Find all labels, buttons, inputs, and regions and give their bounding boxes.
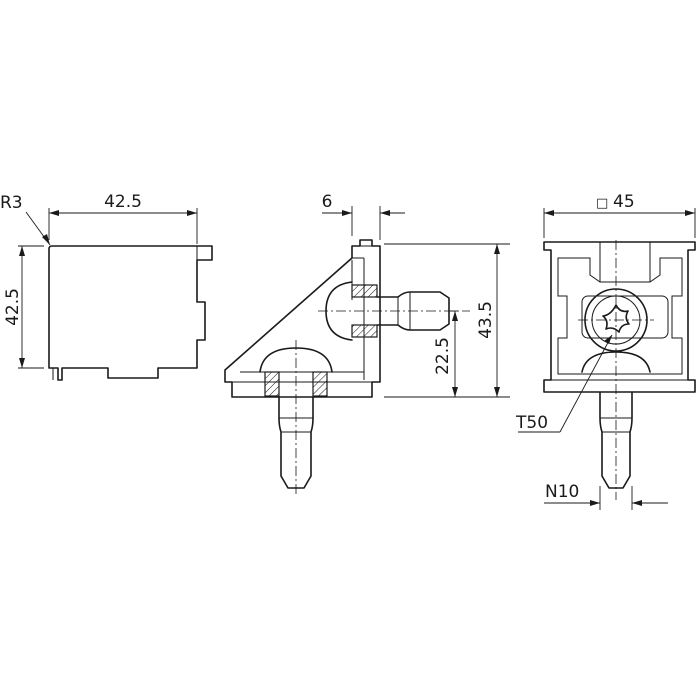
square-label: 45 (613, 192, 635, 212)
drive-label: T50 (515, 413, 548, 433)
drive-leader (559, 334, 613, 433)
torx-icon (602, 304, 630, 333)
side-thickness-label: 6 (322, 192, 333, 212)
slot-label: N10 (545, 482, 579, 502)
arrowhead (632, 500, 642, 506)
top-view-slot (581, 295, 669, 339)
arrowhead (544, 210, 554, 216)
side-offset-label: 22.5 (433, 337, 453, 375)
arrowhead (342, 210, 352, 216)
hatched-section (351, 284, 378, 298)
arrowhead (19, 358, 25, 368)
side-height-label: 43.5 (476, 301, 496, 339)
arrowhead (380, 210, 390, 216)
arrowhead (494, 387, 500, 397)
arrowhead (604, 335, 612, 344)
arrowhead (452, 387, 458, 397)
hatched-section (312, 371, 328, 397)
front-height-label: 42.5 (3, 288, 23, 326)
front-view: 42.5 42.5 R3 (0, 192, 213, 381)
arrowhead (494, 244, 500, 254)
arrowhead (42, 234, 50, 245)
front-view-outline (48, 245, 213, 381)
arrowhead (590, 500, 600, 506)
top-view-inner-channel (557, 257, 683, 375)
top-view: □ 45 T50 N10 (515, 192, 696, 510)
square-symbol: □ (596, 196, 608, 211)
front-width-label: 42.5 (104, 192, 142, 212)
radius-label: R3 (0, 193, 23, 213)
arrowhead (685, 210, 695, 216)
arrowhead (187, 210, 197, 216)
arrowhead (452, 311, 458, 321)
side-view: 6 22.5 43.5 (224, 192, 510, 495)
arrowhead (49, 210, 59, 216)
arrowhead (19, 246, 25, 256)
side-view-bracket (224, 239, 381, 398)
hatched-section (264, 371, 280, 397)
hatched-section (351, 324, 378, 338)
